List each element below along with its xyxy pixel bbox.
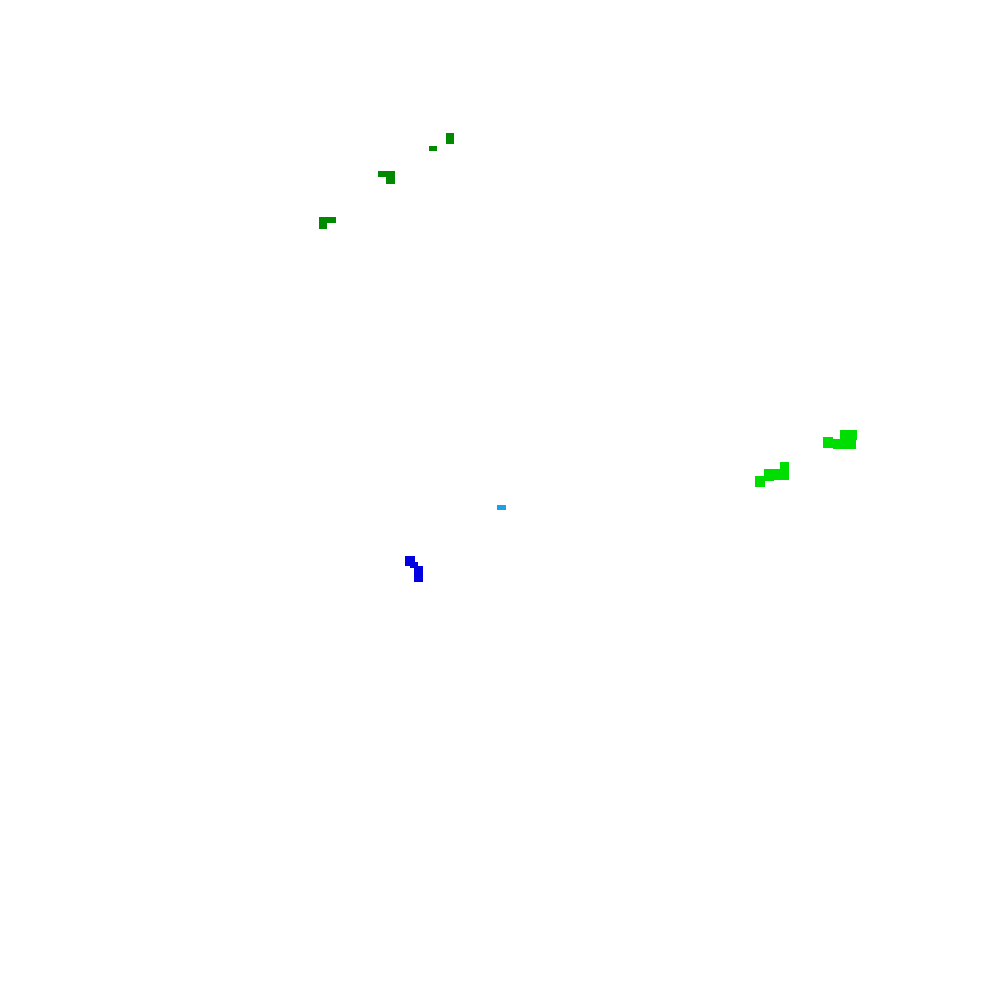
dark-green-blob-1 — [446, 133, 454, 144]
blue-agent — [405, 556, 423, 582]
bright-green-blob-1-cell — [840, 430, 857, 440]
dark-green-blob-4-cell — [319, 223, 327, 229]
dark-green-blob-2 — [429, 146, 437, 151]
bright-green-blob-2-cell — [755, 476, 765, 487]
blue-agent-cell — [405, 556, 415, 566]
bright-green-blob-1-cell — [833, 439, 841, 449]
bright-green-blob-1 — [823, 430, 857, 449]
bright-green-blob-2-cell — [772, 469, 789, 480]
dark-green-blob-1-cell — [446, 133, 454, 144]
blue-agent-cell — [414, 566, 423, 574]
bright-green-blob-1-cell — [823, 437, 833, 448]
dark-green-blob-3-cell — [386, 177, 395, 184]
bright-green-blob-2 — [755, 462, 789, 487]
dark-green-blob-3-cell — [378, 171, 395, 177]
blue-agent-cell — [414, 574, 423, 582]
cyan-dot-cell — [497, 505, 506, 510]
bright-green-blob-2-cell — [780, 462, 789, 469]
bright-green-blob-1-cell — [841, 440, 856, 449]
dark-green-blob-4 — [319, 217, 336, 229]
dark-green-blob-3 — [378, 171, 395, 184]
dark-green-blob-4-cell — [319, 217, 336, 223]
cyan-dot — [497, 505, 506, 510]
bright-green-blob-2-cell — [764, 469, 774, 481]
dark-green-blob-2-cell — [429, 146, 437, 151]
blue-agent-cell — [410, 562, 418, 568]
